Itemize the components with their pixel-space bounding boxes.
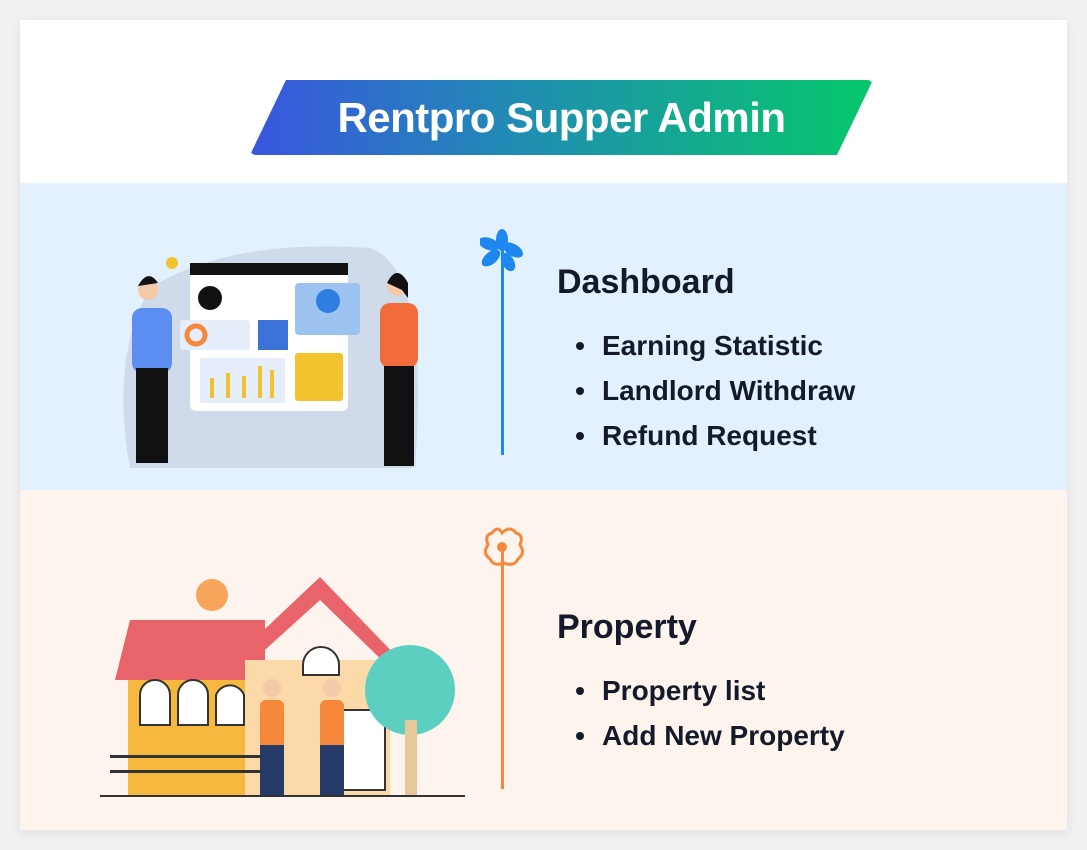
property-section: Property Property list Add New Property <box>20 490 1067 830</box>
property-illustration <box>100 577 465 797</box>
property-heading: Property <box>557 608 697 646</box>
dashboard-section: Dashboard Earning Statistic Landlord Wit… <box>20 183 1067 490</box>
page-title: Rentpro Supper Admin <box>337 93 786 141</box>
dashboard-list: Earning Statistic Landlord Withdraw Refu… <box>575 323 855 458</box>
list-item: Landlord Withdraw <box>575 368 855 413</box>
list-item: Property list <box>576 668 845 713</box>
list-item: Add New Property <box>576 713 845 758</box>
list-item: Earning Statistic <box>575 323 855 368</box>
title-banner: Rentpro Supper Admin <box>250 80 873 155</box>
infographic-card: Rentpro Supper Admin Dash <box>20 20 1067 830</box>
property-list: Property list Add New Property <box>576 668 845 758</box>
dashboard-illustration <box>123 246 418 468</box>
dashboard-heading: Dashboard <box>557 263 735 301</box>
flower-icon <box>480 229 523 455</box>
list-item: Refund Request <box>575 413 855 458</box>
flower-icon <box>483 527 524 789</box>
